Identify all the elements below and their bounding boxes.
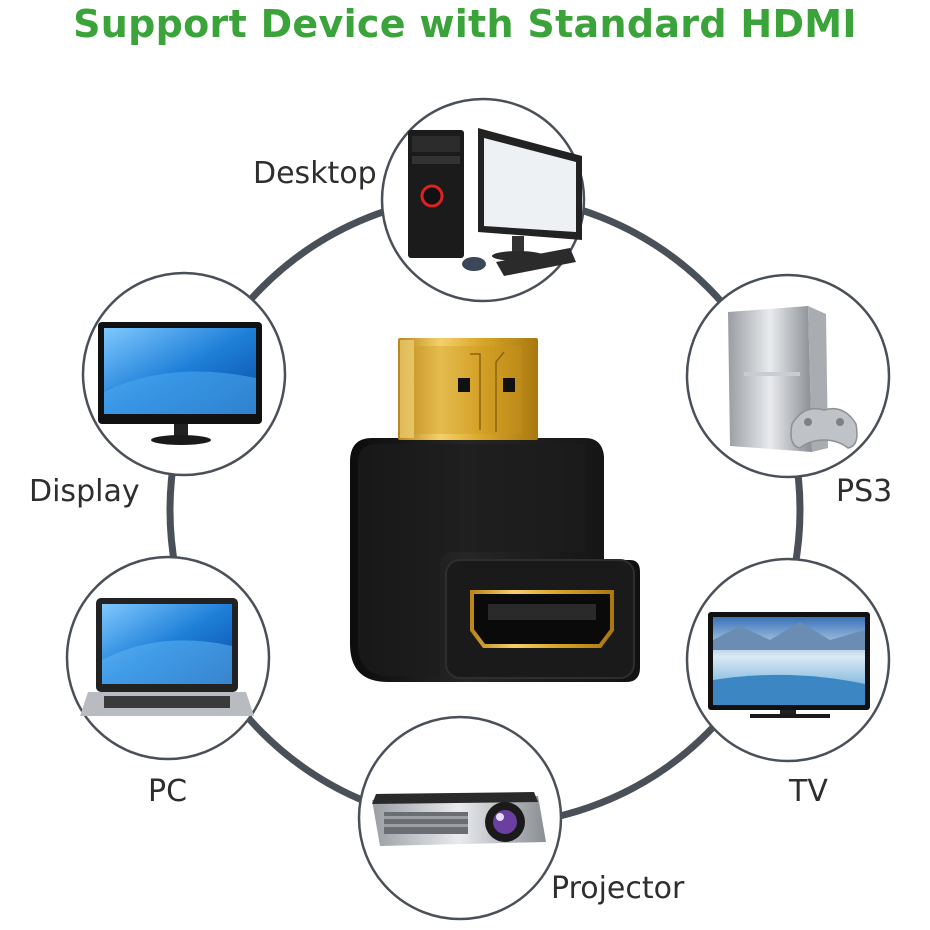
page-title: Support Device with Standard HDMI — [73, 2, 857, 46]
projector-device[interactable] — [357, 715, 563, 921]
game-console-icon — [728, 306, 858, 452]
television-icon — [708, 612, 870, 718]
device-label-display: Display — [29, 474, 140, 509]
tv-device[interactable] — [685, 557, 891, 763]
device-label-ps3: PS3 — [836, 474, 893, 509]
device-label-desktop: Desktop — [253, 156, 377, 191]
laptop-icon — [80, 598, 254, 716]
device-label-pc: PC — [148, 774, 188, 809]
desktop-computer-icon — [408, 128, 582, 276]
desktop-device[interactable] — [380, 97, 586, 303]
monitor-icon — [98, 322, 262, 445]
hdmi-right-angle-adapter-icon — [350, 338, 640, 682]
device-label-tv: TV — [789, 774, 828, 809]
pc-device[interactable] — [65, 555, 271, 761]
device-label-projector: Projector — [551, 871, 685, 906]
ps3-device[interactable] — [685, 273, 891, 479]
projector-icon — [372, 792, 546, 846]
display-device[interactable] — [81, 271, 287, 477]
